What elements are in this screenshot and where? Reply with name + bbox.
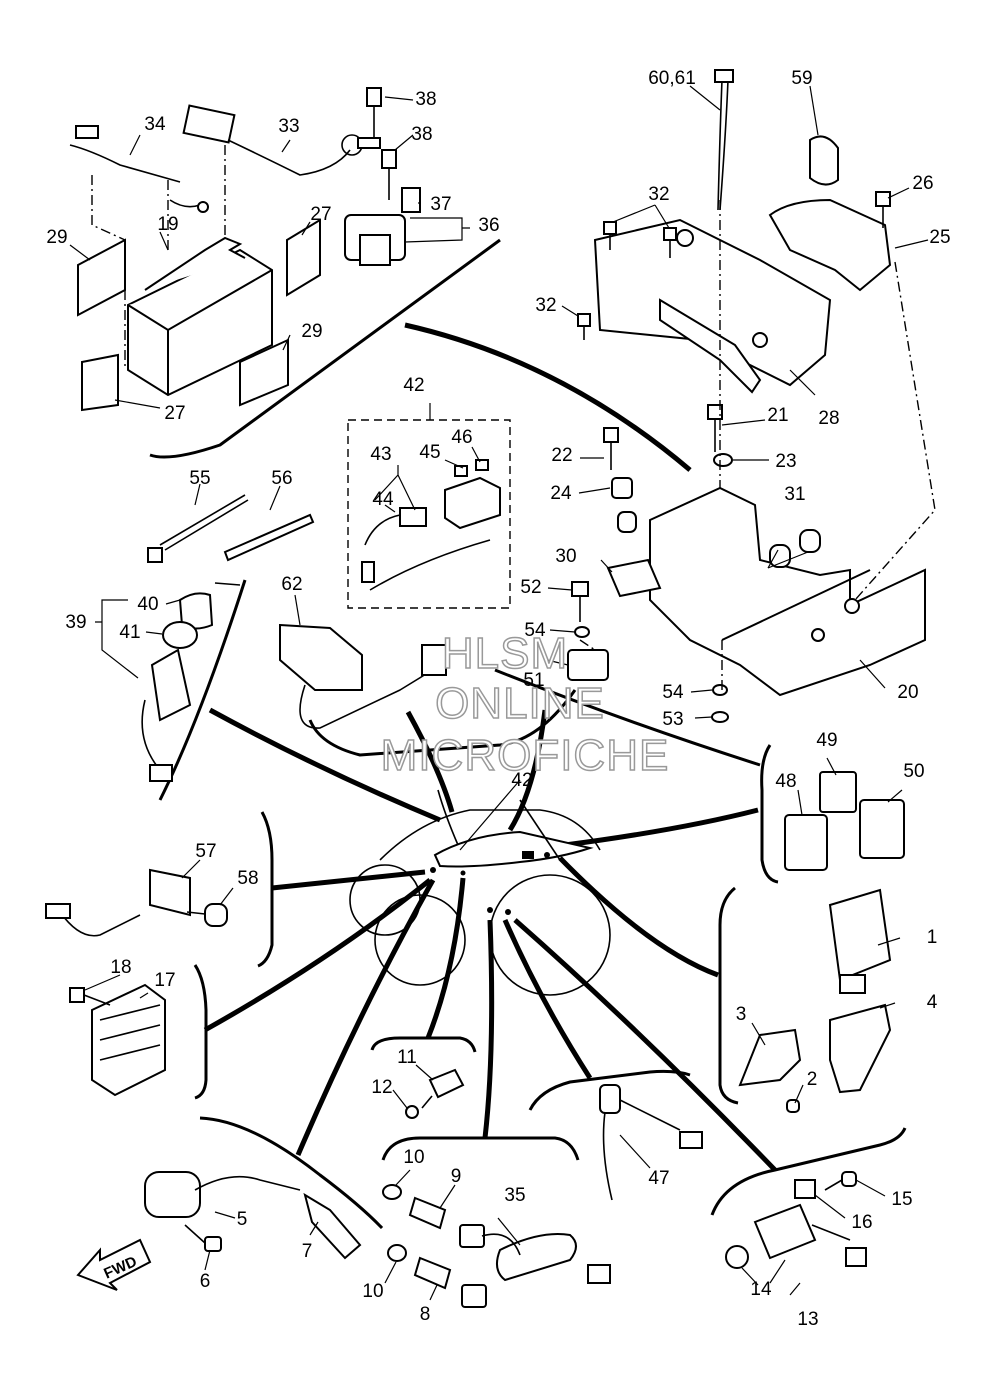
part-label: 16: [851, 1212, 872, 1233]
part-label: 38: [415, 89, 436, 110]
part-label: 9: [451, 1166, 462, 1187]
part-label: 32: [535, 295, 556, 316]
part-label: 14: [750, 1279, 772, 1300]
part-label: 37: [430, 194, 451, 215]
part-label: 21: [767, 405, 788, 426]
part-label: 15: [891, 1189, 912, 1210]
part-label: 27: [164, 403, 185, 424]
part-label: 52: [520, 577, 541, 598]
watermark-line-2: ONLINE: [435, 679, 605, 728]
part-label: 8: [420, 1304, 431, 1325]
label-leaders: [69, 85, 929, 1301]
part-label: 60,61: [648, 68, 696, 89]
ecu-marker: [522, 851, 534, 859]
part-label: 40: [137, 594, 158, 615]
part-label: 18: [110, 957, 131, 978]
part-label: 31: [784, 484, 805, 505]
part-label: 46: [451, 427, 472, 448]
fuse-box-group-42: [347, 419, 511, 609]
part-label: 6: [200, 1271, 211, 1292]
part-label: 44: [372, 489, 394, 510]
part-label: 32: [648, 184, 669, 205]
part-label: 27: [310, 204, 331, 225]
part-label: 29: [46, 227, 67, 248]
part-label: 26: [912, 173, 933, 194]
part-label: 23: [775, 451, 796, 472]
motorcycle-outline: [349, 789, 611, 996]
watermark: HLSM ONLINE MICROFICHE: [380, 628, 670, 781]
watermark-line-3: MICROFICHE: [381, 731, 670, 780]
part-label: 20: [897, 682, 918, 703]
part-label: 43: [370, 444, 391, 465]
part-label: 53: [662, 709, 683, 730]
part-label: 12: [371, 1077, 392, 1098]
harness-lines: [203, 322, 777, 1172]
part-label: 55: [189, 468, 210, 489]
part-label: 48: [775, 771, 796, 792]
part-label: 38: [411, 124, 432, 145]
part-label: 36: [478, 215, 499, 236]
part-label: 28: [818, 408, 839, 429]
part-label: 5: [237, 1209, 248, 1230]
part-label: 22: [551, 445, 572, 466]
battery-assembly: [69, 87, 421, 412]
part-label: 56: [271, 468, 292, 489]
sensor-and-regulator: [45, 868, 228, 1097]
part-label: 2: [807, 1069, 818, 1090]
part-label: 13: [797, 1309, 818, 1330]
part-label: 10: [403, 1147, 424, 1168]
part-label: 35: [504, 1185, 525, 1206]
part-label: 39: [65, 612, 86, 633]
part-label: 33: [278, 116, 299, 137]
watermark-line-1: HLSM: [442, 629, 568, 678]
part-label: 59: [791, 68, 812, 89]
bottom-components: [144, 1068, 867, 1308]
forward-arrow: FWD: [76, 1238, 152, 1291]
part-label: 10: [362, 1281, 383, 1302]
part-label: 1: [927, 927, 938, 948]
part-label: 30: [555, 546, 576, 567]
part-label: 19: [157, 214, 178, 235]
part-label: 7: [302, 1241, 313, 1262]
part-label: 50: [903, 761, 924, 782]
part-label: 17: [154, 970, 175, 991]
part-label: 3: [736, 1004, 747, 1025]
part-label: 29: [301, 321, 322, 342]
part-label: 54: [662, 682, 684, 703]
part-label: 34: [144, 114, 166, 135]
part-label: 42: [511, 770, 532, 791]
part-label: 62: [281, 574, 302, 595]
part-label: 11: [397, 1047, 417, 1068]
ignition-switch-assembly: [141, 494, 447, 782]
part-label: 4: [927, 992, 938, 1013]
part-label: 54: [524, 620, 546, 641]
part-label: 25: [929, 227, 950, 248]
part-label: 42: [403, 375, 424, 396]
part-label: 45: [419, 442, 440, 463]
part-label: 24: [550, 483, 572, 504]
part-labels: 1 2 3 4 5 6 7 8 9 10 10 11 12 13 14 15 1…: [46, 68, 950, 1330]
battery-box-assembly: [567, 69, 936, 723]
part-label: 57: [195, 841, 216, 862]
part-label: 51: [523, 670, 544, 691]
part-label: 49: [816, 730, 837, 751]
part-label: 47: [648, 1168, 669, 1189]
part-label: 41: [119, 622, 140, 643]
part-label: 58: [237, 868, 258, 889]
relays-and-ecu: [738, 771, 905, 1113]
